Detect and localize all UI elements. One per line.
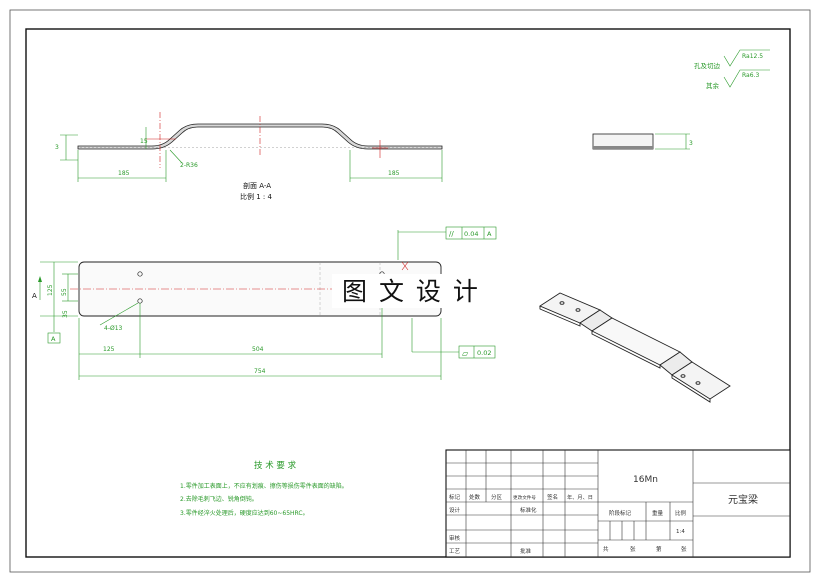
tb-h-fenqu: 分区	[491, 493, 503, 501]
outer-border	[9, 9, 811, 573]
inner-border	[25, 28, 791, 558]
tb-biaozhunhua: 标准化	[520, 506, 537, 514]
datum-a-box: A	[51, 335, 56, 343]
tb-di: 第	[656, 545, 662, 553]
tb-part-name: 元宝梁	[728, 493, 758, 506]
tech-item-2: 2.去除毛刺飞边、锐角倒钝。	[180, 495, 258, 503]
dim-hole-span: 504	[252, 346, 264, 353]
roughness-rest-value: Ra6.3	[742, 72, 759, 79]
side-view: 3	[592, 133, 693, 150]
tb-h-date: 年、月、日	[567, 493, 593, 501]
tb-zhang-2: 张	[681, 545, 687, 553]
dim-plan-width-c: 35	[62, 310, 69, 318]
tb-h-biaoji: 标记	[449, 493, 461, 501]
tech-title: 技 术 要 求	[254, 460, 297, 471]
datum-a-label: A	[32, 292, 37, 300]
parallel-value: 0.04	[464, 230, 478, 238]
roughness-hole-value: Ra12.5	[742, 53, 763, 60]
dim-bend-height: 15	[140, 138, 148, 145]
section-scale: 比例 1 : 4	[240, 192, 272, 201]
dim-plan-width-b: 55	[61, 288, 68, 296]
dim-left-length: 185	[118, 170, 130, 177]
tb-h-qianming: 签名	[547, 493, 558, 501]
roughness-rest-label: 其余	[706, 81, 720, 90]
watermark: 图 文 设 计	[342, 277, 480, 306]
flatness-value: 0.02	[477, 349, 491, 357]
tb-material: 16Mn	[633, 475, 658, 485]
dim-side-thickness: 3	[689, 140, 693, 147]
dim-bend-radius: 2-R36	[180, 162, 198, 169]
section-title: 剖面 A-A	[243, 181, 271, 190]
dim-thickness: 3	[55, 144, 59, 151]
parallel-datum: A	[487, 230, 492, 238]
tb-jieduan: 阶段标记	[609, 509, 632, 517]
dim-plan-width-a: 125	[47, 284, 54, 296]
dim-offset: 125	[103, 346, 115, 353]
dim-total-length: 754	[254, 368, 266, 375]
title-block: 16Mn 元宝梁 标记 处数 分区 更改文件号 签名 年、月、日 设计 标准化 …	[445, 449, 791, 558]
tech-item-3: 3.零件经淬火处理后，硬度应达到60~65HRC。	[180, 509, 309, 517]
isometric-view	[539, 292, 731, 403]
tb-h-gengwen: 更改文件号	[513, 494, 536, 501]
tb-gongyi: 工艺	[449, 548, 461, 555]
dim-right-length: 185	[388, 170, 400, 177]
tb-pizhun: 批准	[520, 547, 532, 555]
roughness-notes: 孔及切边 Ra12.5 其余 Ra6.3	[694, 49, 770, 90]
tech-item-1: 1.零件加工表面上，不应有划痕、擦伤等损伤零件表面的缺陷。	[180, 482, 348, 490]
flatness-symbol: ▱	[462, 349, 469, 358]
watermark-bg	[332, 274, 482, 308]
tb-shenhe: 审核	[449, 534, 461, 542]
tb-h-chushu: 处数	[469, 493, 481, 501]
tb-zhongliang: 重量	[652, 509, 664, 517]
tb-bili: 比例	[675, 509, 687, 517]
tech-requirements: 技 术 要 求 1.零件加工表面上，不应有划痕、擦伤等损伤零件表面的缺陷。 2.…	[180, 460, 348, 517]
tb-scale-value: 1:4	[676, 529, 685, 535]
section-view: 3 15 185 2-R36 185 剖面 A-A 比例 1 : 4	[55, 112, 443, 201]
tb-sheji: 设计	[449, 506, 461, 514]
roughness-hole-label: 孔及切边	[694, 62, 721, 70]
parallel-symbol: //	[449, 230, 454, 238]
dim-holes: 4-Ø13	[104, 325, 123, 332]
tb-gong: 共	[603, 545, 609, 553]
tb-zhang-1: 张	[630, 545, 636, 553]
